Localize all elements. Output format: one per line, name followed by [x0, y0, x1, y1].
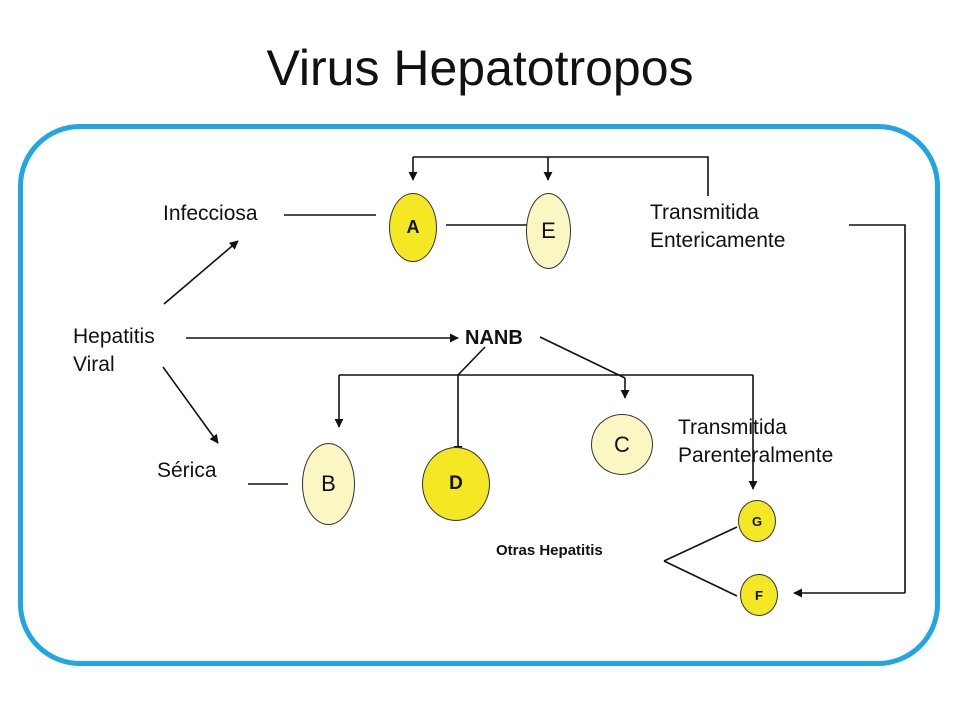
arrow-to-serica	[162, 366, 219, 444]
diagram-frame	[18, 124, 940, 666]
label-parenteral-line1: Transmitida	[678, 416, 787, 439]
label-otras-hepatitis: Otras Hepatitis	[496, 542, 603, 559]
enteric-to-f-line	[849, 224, 906, 593]
node-f-label: F	[755, 587, 763, 603]
label-transmitida-entericamente: Transmitida Entericamente	[650, 199, 785, 255]
node-g: G	[738, 500, 776, 542]
label-infecciosa: Infecciosa	[163, 202, 258, 225]
label-nanb: NANB	[465, 327, 523, 349]
label-serica: Sérica	[157, 459, 217, 482]
node-e-label: E	[541, 218, 556, 243]
node-b: B	[302, 443, 355, 525]
node-c: C	[591, 414, 653, 475]
otras-to-f	[663, 560, 738, 597]
otras-to-g	[663, 526, 738, 562]
node-e: E	[526, 193, 571, 269]
page-title: Virus Hepatotropos	[266, 40, 694, 96]
node-a-label: A	[406, 217, 420, 237]
label-enteric-line1: Transmitida	[650, 201, 759, 224]
node-d: D	[422, 447, 490, 521]
node-c-label: C	[614, 431, 630, 457]
node-f: F	[740, 574, 778, 616]
label-hepatitis-viral: Hepatitis Viral	[73, 323, 155, 379]
label-transmitida-parenteralmente: Transmitida Parenteralmente	[678, 414, 833, 470]
label-hepatitis-line2: Viral	[73, 353, 115, 376]
node-d-label: D	[449, 473, 463, 494]
nanb-split-right	[539, 336, 626, 379]
label-parenteral-line2: Parenteralmente	[678, 444, 834, 467]
nanb-split-left	[457, 346, 486, 376]
enteric-bracket-line	[413, 156, 709, 196]
node-b-label: B	[321, 471, 336, 496]
label-enteric-line2: Entericamente	[650, 229, 786, 252]
label-hepatitis-line1: Hepatitis	[73, 325, 155, 348]
node-a: A	[389, 193, 437, 262]
node-g-label: G	[751, 513, 763, 529]
arrow-to-infecciosa	[163, 240, 239, 305]
